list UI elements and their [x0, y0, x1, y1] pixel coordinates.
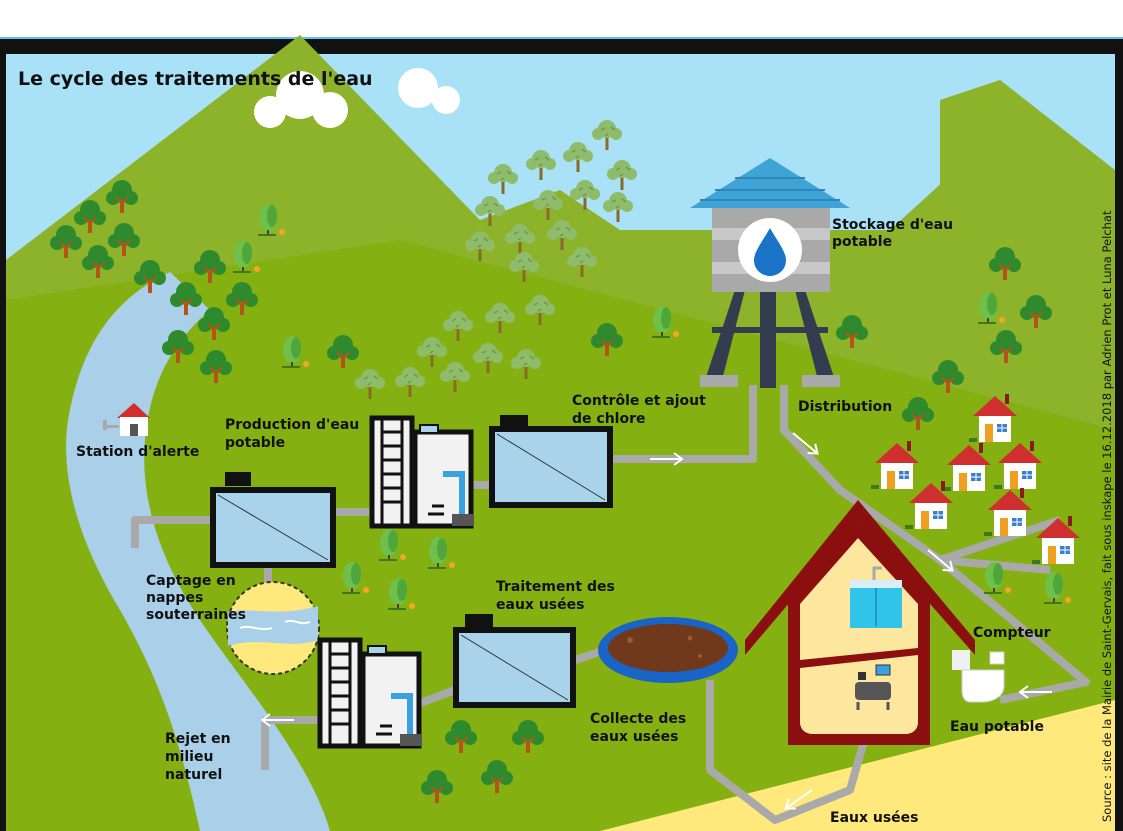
svg-text:Rejet en: Rejet en [165, 731, 231, 747]
control-tank [489, 415, 613, 508]
svg-text:milieu: milieu [165, 749, 213, 765]
production-building [369, 415, 474, 529]
svg-text:potable: potable [832, 234, 892, 250]
svg-text:naturel: naturel [165, 767, 222, 783]
label-collecte: Collecte des eaux usées [590, 711, 686, 745]
svg-text:eaux usées: eaux usées [496, 597, 584, 613]
water-tower [690, 158, 850, 388]
svg-text:potable: potable [225, 435, 285, 451]
svg-text:Collecte des: Collecte des [590, 711, 686, 727]
diagram-title: Le cycle des traitements de l'eau [18, 68, 373, 90]
aquifer [226, 581, 320, 675]
svg-text:Captage en: Captage en [146, 573, 236, 589]
svg-text:nappes: nappes [146, 590, 203, 606]
svg-text:Production d'eau: Production d'eau [225, 417, 359, 433]
label-eau-potable: Eau potable [950, 719, 1044, 735]
label-stockage: Stockage d'eau potable [832, 217, 953, 250]
svg-text:Contrôle et ajout: Contrôle et ajout [572, 393, 706, 409]
svg-text:souterraines: souterraines [146, 607, 246, 623]
label-production: Production d'eau potable [225, 417, 359, 451]
treatment-building [317, 637, 422, 749]
captage-tank [210, 472, 336, 568]
source-credit: Source : site de la Mairie de Saint-Gerv… [1100, 210, 1114, 822]
clouds [254, 68, 460, 128]
label-distribution: Distribution [798, 399, 892, 415]
label-traitement: Traitement des eaux usées [496, 579, 615, 613]
big-house [745, 500, 1005, 745]
svg-text:Traitement des: Traitement des [496, 579, 615, 595]
label-compteur: Compteur [973, 625, 1051, 641]
label-rejet: Rejet en milieu naturel [165, 731, 231, 783]
sludge-pond [598, 617, 738, 683]
alert-station [103, 403, 150, 436]
svg-text:Stockage d'eau: Stockage d'eau [832, 217, 953, 233]
label-eaux-usees: Eaux usées [830, 810, 919, 826]
pipe-network [131, 385, 1090, 824]
svg-text:eaux usées: eaux usées [590, 729, 678, 745]
label-station-alerte: Station d'alerte [76, 444, 199, 460]
svg-text:de chlore: de chlore [572, 411, 645, 427]
label-controle: Contrôle et ajout de chlore [572, 393, 706, 427]
treatment-tank [453, 614, 576, 708]
label-captage: Captage en nappes souterraines [146, 573, 246, 623]
